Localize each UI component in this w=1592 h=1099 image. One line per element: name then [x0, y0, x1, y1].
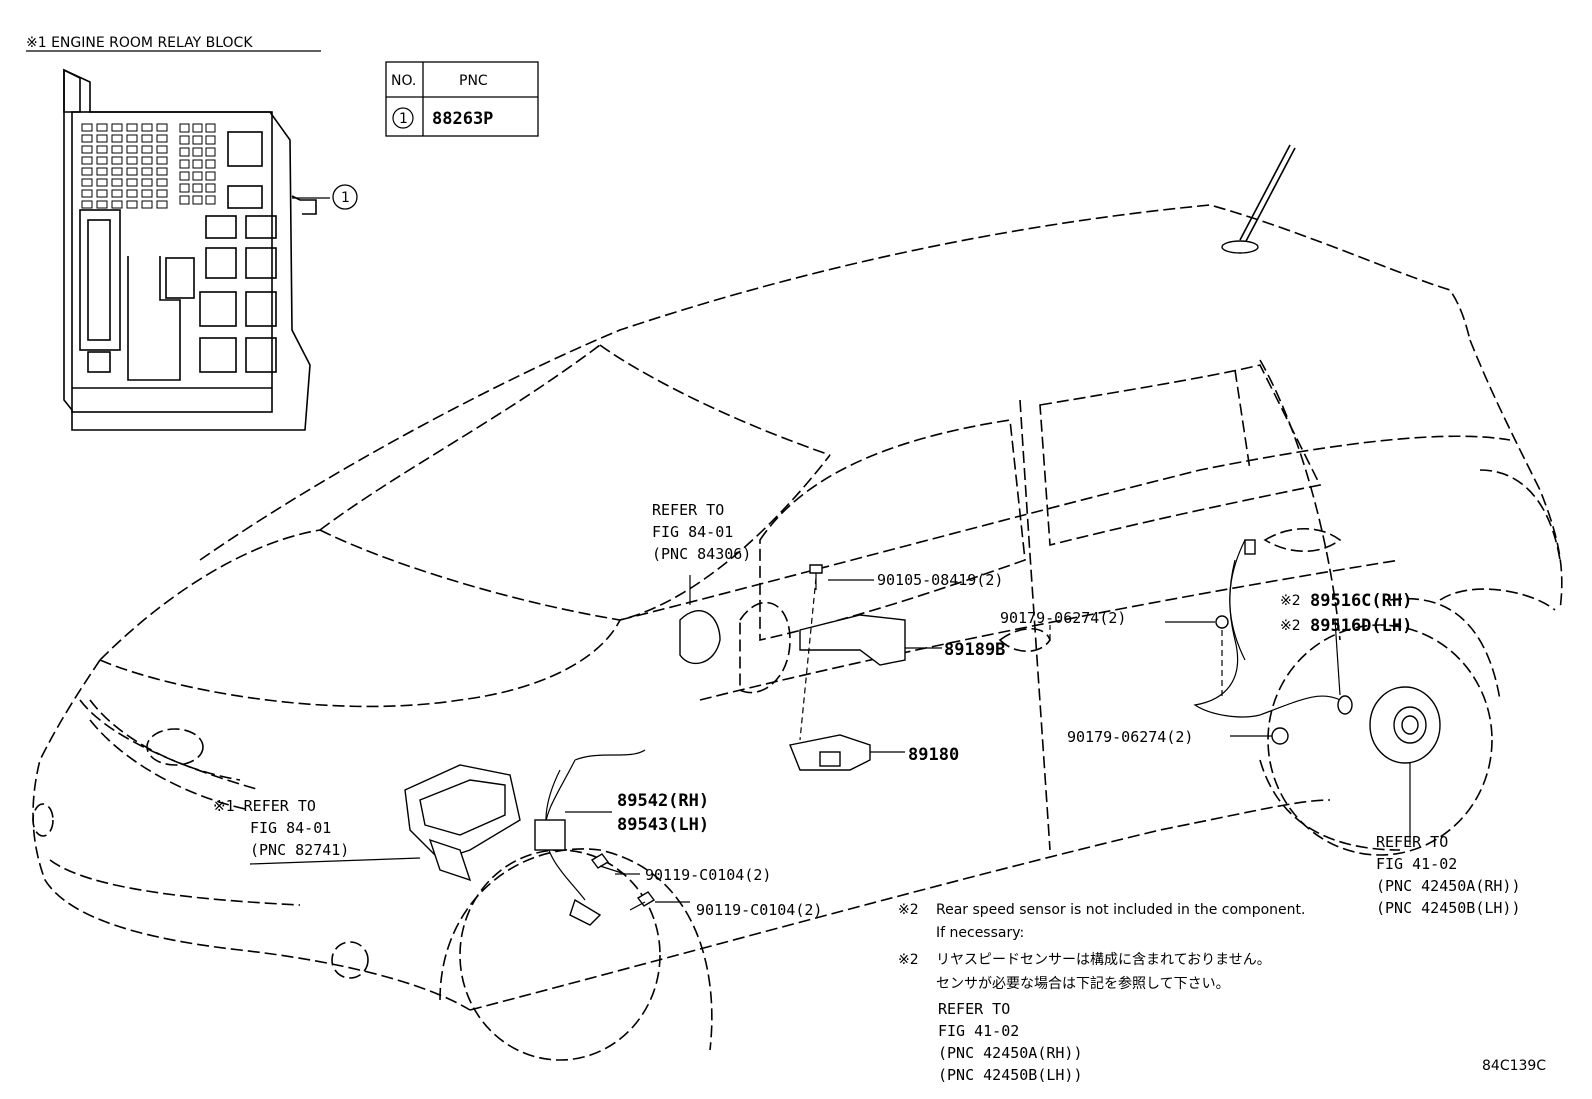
front-bolt-lower	[629, 891, 656, 911]
refer-right-line3: (PNC 42450A(RH))	[1376, 877, 1521, 895]
relay-block-drawing	[63, 68, 330, 431]
front-bolt-upper	[590, 853, 626, 875]
refer-right-line4: (PNC 42450B(LH))	[1376, 899, 1521, 917]
part-labels: REFER TO FIG 84-01 (PNC 84306) 90105-084…	[213, 501, 1521, 919]
note-ref-line4: (PNC 42450B(LH))	[938, 1066, 1083, 1084]
note-en-line2: If necessary:	[936, 925, 1024, 941]
refer-right-line1: REFER TO	[1376, 833, 1448, 851]
refer-left-line2: FIG 84-01	[250, 819, 331, 837]
mark-89516d: ※2	[1280, 618, 1301, 634]
callout-circle	[332, 184, 358, 210]
note-en-line1: Rear speed sensor is not included in the…	[936, 902, 1305, 918]
refer-top-line3: (PNC 84306)	[652, 545, 751, 563]
label-90179-upper: 90179-06274(2)	[1000, 609, 1126, 627]
pnc-table-row-pnc: 88263P	[432, 109, 493, 129]
note-ref-line3: (PNC 42450A(RH))	[938, 1044, 1083, 1062]
front-ecu-block	[404, 764, 521, 882]
pnc-table: NO. PNC 1 88263P	[385, 61, 539, 137]
note-jp-mark: ※2	[898, 952, 919, 968]
refer-left-line1: ※1 REFER TO	[213, 797, 316, 815]
relay-block-inset: ※1 ENGINE ROOM RELAY BLOCK	[26, 35, 358, 431]
note-en-mark: ※2	[898, 902, 919, 918]
label-89180: 89180	[908, 745, 959, 765]
label-89189b: 89189B	[944, 640, 1005, 660]
pnc-table-header-no: NO.	[391, 73, 416, 89]
label-90119-lower: 90119-C0104(2)	[696, 901, 822, 919]
relay-callout-number: 1	[341, 190, 350, 206]
rear-speed-sensor	[1193, 539, 1353, 718]
label-90179-lower: 90179-06274(2)	[1067, 728, 1193, 746]
mark-89516c: ※2	[1280, 593, 1301, 609]
rear-clip-upper	[1215, 615, 1229, 700]
bracket-89189b	[799, 577, 906, 741]
label-89516c: 89516C(RH)	[1310, 591, 1412, 611]
note-jp-line1: リヤスピードセンサーは構成に含まれておりません。	[936, 952, 1271, 968]
label-89543: 89543(LH)	[617, 815, 709, 835]
figure-id: 84C139C	[1482, 1058, 1546, 1074]
vehicle-outline	[32, 204, 1563, 1061]
label-90119-upper: 90119-C0104(2)	[645, 866, 771, 884]
note-ref-line2: FIG 41-02	[938, 1022, 1019, 1040]
label-89516d: 89516D(LH)	[1310, 616, 1412, 636]
relay-block-title: ※1 ENGINE ROOM RELAY BLOCK	[26, 35, 253, 51]
pnc-table-header-pnc: PNC	[459, 73, 488, 89]
refer-top-line1: REFER TO	[652, 501, 724, 519]
bolt-90105	[809, 564, 823, 590]
leader-lines	[249, 579, 1341, 903]
rear-clip-lower	[1271, 727, 1289, 745]
refer-left-line3: (PNC 82741)	[250, 841, 349, 859]
note-ref-line1: REFER TO	[938, 1000, 1010, 1018]
steering-sensor	[679, 575, 721, 665]
pnc-table-row-no: 1	[399, 111, 408, 127]
refer-top-line2: FIG 84-01	[652, 523, 733, 541]
sensor-89180	[789, 734, 871, 771]
label-90105: 90105-08419(2)	[877, 571, 1003, 589]
rear-hub	[1369, 686, 1441, 845]
front-speed-sensor	[534, 749, 646, 926]
refer-right-line2: FIG 41-02	[1376, 855, 1457, 873]
note-jp-line2: センサが必要な場合は下記を参照して下さい。	[936, 975, 1230, 992]
antenna	[1221, 144, 1296, 254]
label-89542: 89542(RH)	[617, 791, 709, 811]
notes: ※2 Rear speed sensor is not included in …	[898, 902, 1305, 1084]
